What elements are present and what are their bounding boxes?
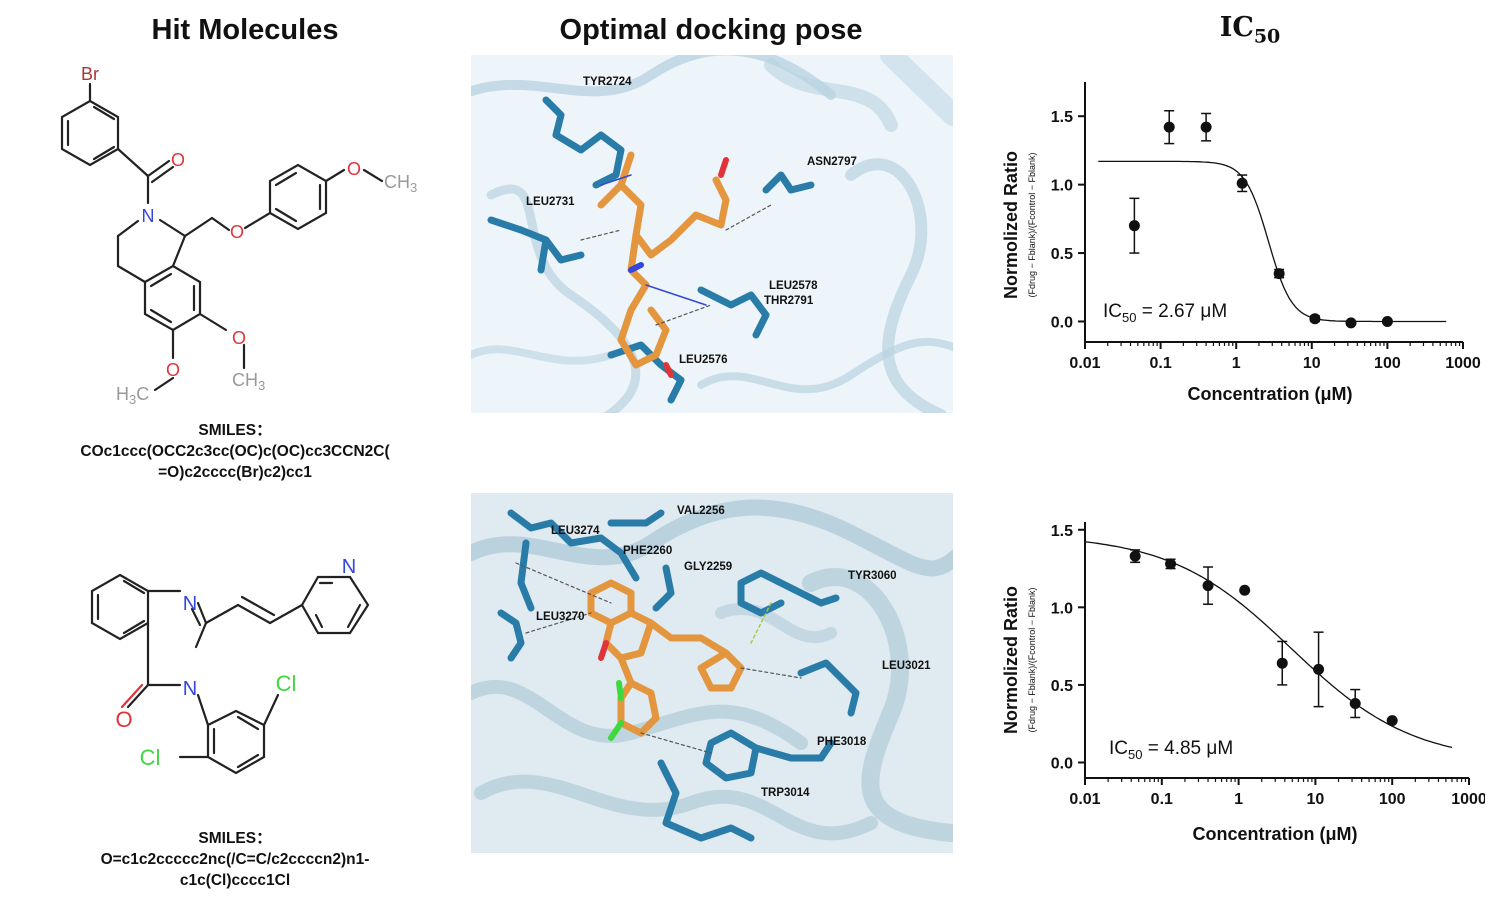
svg-text:LEU3021: LEU3021 xyxy=(882,660,931,672)
svg-text:PHE2260: PHE2260 xyxy=(623,545,672,557)
svg-text:LEU2576: LEU2576 xyxy=(679,354,728,366)
y-tick-label: 0.0 xyxy=(1051,755,1073,772)
data-point xyxy=(1276,657,1288,669)
ic50-chart-2: 0.01 0.1 1 10 100 1000 0.0 0.5 1.0 1.5 IC50 = 4.8… xyxy=(985,510,1485,850)
chart-2-xlabel: Concentration (μM) xyxy=(1193,824,1358,844)
y-tick-label: 0.5 xyxy=(1051,678,1073,695)
data-point xyxy=(1200,121,1212,133)
svg-text:CH3: CH3 xyxy=(384,172,417,195)
x-tick-label: 0.01 xyxy=(1069,791,1100,808)
data-point xyxy=(1129,550,1141,562)
y-tick-label: 1.0 xyxy=(1051,178,1073,195)
chart-1-ylabel: Normolized Ratio xyxy=(1001,151,1021,299)
svg-text:Cl: Cl xyxy=(276,671,297,696)
svg-text:THR2791: THR2791 xyxy=(764,295,814,307)
y-tick-label: 0.0 xyxy=(1051,314,1073,331)
x-tick-label: 10 xyxy=(1307,791,1325,808)
chart-1-annotation: IC50 = 2.67 μM xyxy=(1103,301,1227,325)
ic50-title: IC50 xyxy=(1219,12,1281,48)
chart-2-ylabel-sub: (Fdrug − Fblank)/(Fcontrol − Fblank) xyxy=(1027,587,1037,732)
data-point xyxy=(1202,580,1214,592)
data-point xyxy=(1273,268,1285,280)
svg-text:TRP3014: TRP3014 xyxy=(761,787,810,799)
x-tick-label: 1000 xyxy=(1445,355,1481,372)
svg-text:PHE3018: PHE3018 xyxy=(817,736,867,748)
svg-text:Br: Br xyxy=(81,64,99,84)
svg-text:VAL2256: VAL2256 xyxy=(677,505,725,517)
data-point xyxy=(1128,220,1140,232)
x-tick-label: 0.01 xyxy=(1069,355,1100,372)
fit-curve xyxy=(1098,160,1447,323)
y-tick-label: 1.5 xyxy=(1051,109,1073,126)
svg-text:O: O xyxy=(166,360,180,380)
docking-pose-2: VAL2256 LEU3274 PHE2260 GLY2259 TYR3060 … xyxy=(471,493,953,853)
hit-molecules-title: Hit Molecules xyxy=(151,14,339,46)
svg-text:O: O xyxy=(347,159,361,179)
svg-text:TYR2724: TYR2724 xyxy=(583,76,632,88)
svg-text:CH3: CH3 xyxy=(232,370,265,393)
svg-text:N: N xyxy=(342,556,356,578)
svg-text:ASN2797: ASN2797 xyxy=(807,156,857,168)
svg-text:Cl: Cl xyxy=(140,745,161,770)
molecule-1-structure: Br O N O O CH3 O O CH3 H3C xyxy=(30,58,450,408)
molecule-2-structure: N N N O Cl Cl xyxy=(30,535,450,815)
molecule-1-smiles: SMILES： COc1ccc(OCC2c3cc(OC)c(OC)cc3CCN2… xyxy=(80,422,390,481)
data-point xyxy=(1165,558,1177,570)
x-tick-label: 100 xyxy=(1374,355,1401,372)
chart-1-ylabel-sub: (Fdrug − Fblank)/(Fcontrol − Fblank) xyxy=(1027,152,1037,297)
y-tick-label: 1.5 xyxy=(1051,523,1073,540)
x-tick-label: 1 xyxy=(1234,791,1243,808)
data-point xyxy=(1309,313,1321,325)
data-point xyxy=(1236,177,1248,189)
data-point xyxy=(1163,121,1175,133)
svg-text:O: O xyxy=(115,707,132,732)
svg-text:LEU2578: LEU2578 xyxy=(769,280,818,292)
data-point xyxy=(1313,663,1325,675)
x-tick-label: 0.1 xyxy=(1149,355,1171,372)
svg-text:GLY2259: GLY2259 xyxy=(684,561,732,573)
x-tick-label: 10 xyxy=(1303,355,1321,372)
data-point xyxy=(1239,584,1251,596)
data-point xyxy=(1349,698,1361,710)
svg-text:O: O xyxy=(230,222,244,242)
x-tick-label: 100 xyxy=(1379,791,1406,808)
svg-text:O: O xyxy=(232,328,246,348)
chart-2-ylabel: Normolized Ratio xyxy=(1001,586,1021,734)
svg-text:N: N xyxy=(183,593,197,615)
chart-2-annotation: IC50 = 4.85 μM xyxy=(1109,738,1233,762)
x-tick-label: 1000 xyxy=(1451,791,1485,808)
svg-text:O: O xyxy=(171,150,185,170)
ic50-chart-1: 0.01 0.1 1 10 100 1000 0.0 0.5 1.0 1.5 IC50 = 2.6… xyxy=(985,70,1485,410)
data-point xyxy=(1381,315,1393,327)
svg-text:H3C: H3C xyxy=(116,384,149,407)
svg-text:LEU2731: LEU2731 xyxy=(526,196,575,208)
svg-text:LEU3274: LEU3274 xyxy=(551,525,600,537)
data-point xyxy=(1386,715,1398,727)
fit-curve xyxy=(1084,541,1453,749)
svg-text:TYR3060: TYR3060 xyxy=(848,570,897,582)
y-tick-label: 0.5 xyxy=(1051,246,1073,263)
chart-1-xlabel: Concentration (μM) xyxy=(1188,384,1353,404)
data-point xyxy=(1345,317,1357,329)
docking-pose-1: TYR2724 ASN2797 LEU2731 LEU2578 THR2791 … xyxy=(471,55,953,413)
y-tick-label: 1.0 xyxy=(1051,600,1073,617)
x-tick-label: 1 xyxy=(1232,355,1241,372)
molecule-2-smiles: SMILES： O=c1c2ccccc2nc(/C=C/c2ccccn2)n1-… xyxy=(100,830,370,889)
svg-text:N: N xyxy=(183,678,197,700)
svg-text:LEU3270: LEU3270 xyxy=(536,611,585,623)
x-tick-label: 0.1 xyxy=(1151,791,1173,808)
svg-text:N: N xyxy=(142,206,155,226)
docking-pose-title: Optimal docking pose xyxy=(559,14,863,46)
